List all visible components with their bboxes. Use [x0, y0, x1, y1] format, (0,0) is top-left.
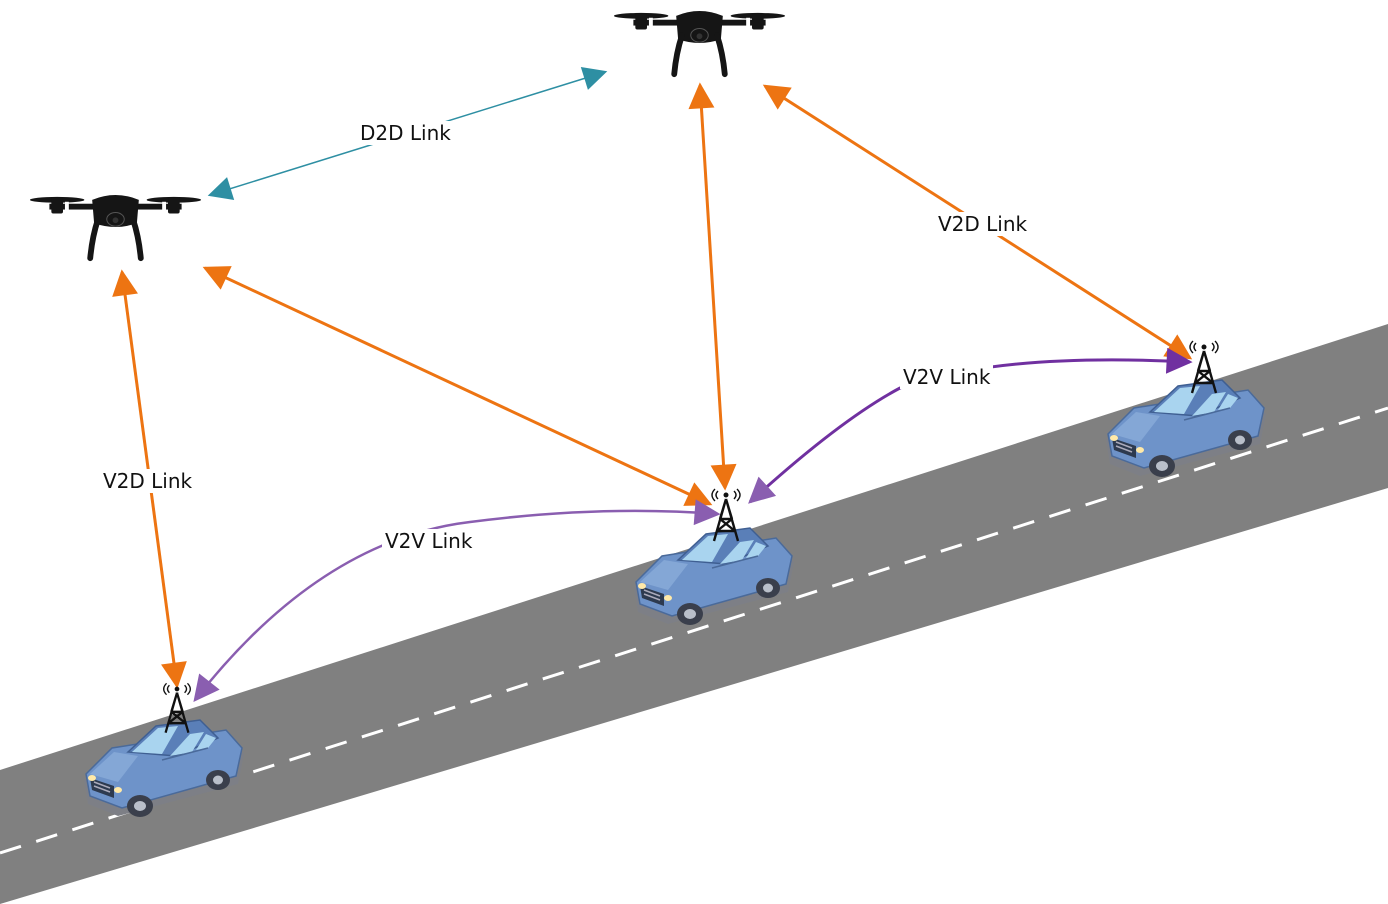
quadcopter-drone-icon [30, 195, 201, 258]
quadcopter-drone-icon [614, 11, 785, 74]
v2d-link-arrow-top-middle [688, 82, 737, 491]
v2d-link-arrow-left-middle [202, 266, 713, 506]
d2d-link-label: D2D Link [357, 121, 454, 145]
v2v-link-arrow-left [193, 499, 721, 703]
v2d-link-label-left: V2D Link [100, 469, 196, 493]
v2v-link-label-left: V2V Link [382, 529, 476, 553]
v2v-link-label-right: V2V Link [900, 365, 994, 389]
v2d-link-label-right: V2D Link [935, 212, 1031, 236]
